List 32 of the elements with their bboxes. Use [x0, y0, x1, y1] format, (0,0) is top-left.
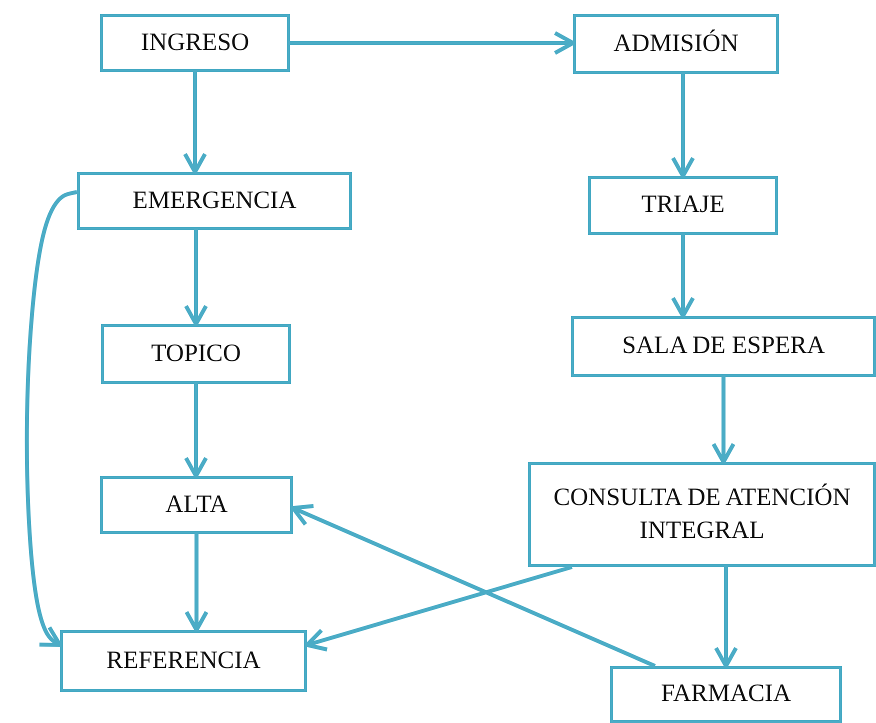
node-label: ALTA [165, 490, 228, 520]
node-label: FARMACIA [660, 679, 792, 710]
arrow [714, 567, 738, 668]
process-box [100, 14, 290, 72]
arrow [671, 74, 695, 178]
arrow [184, 534, 208, 632]
arrow [712, 377, 736, 464]
process-box [528, 462, 876, 567]
node-label: CONSULTA DE ATENCIÓN INTEGRAL [552, 482, 852, 546]
process-box [101, 324, 291, 384]
node-label: INGRESO [140, 28, 250, 58]
node-label: TRIAJE [641, 190, 725, 220]
arrow [183, 72, 207, 174]
process-box [571, 316, 876, 377]
node-label: TOPICO [151, 338, 241, 369]
node-label: REFERENCIA [106, 646, 261, 676]
node-label: EMERGENCIA [132, 186, 296, 216]
arrow [24, 190, 78, 647]
process-box [573, 14, 779, 74]
process-box [100, 476, 293, 534]
process-box [610, 666, 842, 723]
process-box [60, 630, 307, 692]
node-label: ADMISIÓN [614, 28, 738, 59]
arrow [290, 31, 575, 55]
arrow [184, 230, 208, 326]
process-box [77, 172, 352, 230]
arrow [305, 565, 573, 652]
arrow [291, 504, 656, 668]
process-box [588, 176, 778, 235]
arrow [184, 384, 208, 478]
node-label: SALA DE ESPERA [622, 331, 825, 362]
arrow [671, 235, 695, 318]
